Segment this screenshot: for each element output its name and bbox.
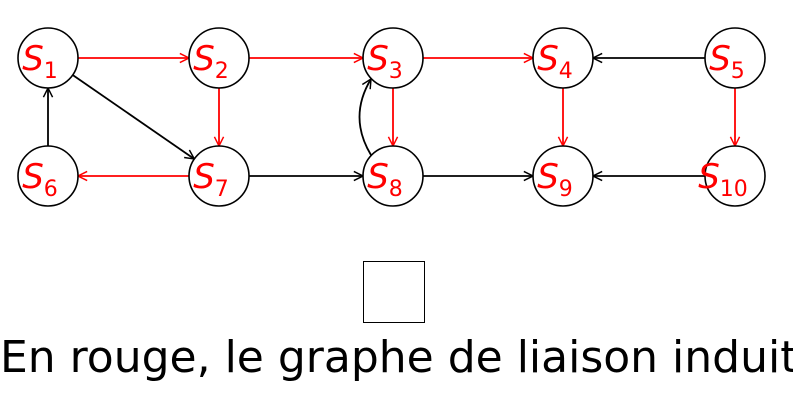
node-letter: S bbox=[22, 157, 44, 197]
node-s5: S5 bbox=[704, 27, 766, 89]
node-circle bbox=[704, 145, 766, 207]
node-label: S3 bbox=[367, 39, 403, 84]
node-subscript: 2 bbox=[215, 59, 229, 84]
node-letter: S bbox=[193, 39, 215, 79]
node-s1: S1 bbox=[17, 27, 79, 89]
edge-s1-s7 bbox=[72, 74, 195, 159]
node-label: S7 bbox=[193, 157, 229, 202]
node-circle bbox=[17, 27, 79, 89]
node-s7: S7 bbox=[188, 145, 250, 207]
node-subscript: 1 bbox=[44, 59, 58, 84]
node-circle bbox=[17, 145, 79, 207]
empty-square-symbol bbox=[363, 261, 425, 323]
node-s10: S10 bbox=[698, 145, 766, 207]
node-letter: S bbox=[537, 39, 559, 79]
node-s9: S9 bbox=[532, 145, 594, 207]
node-subscript: 7 bbox=[215, 177, 229, 202]
node-letter: S bbox=[698, 157, 720, 197]
node-circle bbox=[532, 27, 594, 89]
edge-s8-s3 bbox=[358, 79, 372, 156]
node-s2: S2 bbox=[188, 27, 250, 89]
node-label: S8 bbox=[367, 157, 403, 202]
node-label: S10 bbox=[698, 157, 748, 202]
node-subscript: 10 bbox=[720, 177, 748, 202]
node-subscript: 6 bbox=[44, 177, 58, 202]
node-letter: S bbox=[709, 39, 731, 79]
node-subscript: 3 bbox=[389, 59, 403, 84]
node-circle bbox=[362, 27, 424, 89]
node-label: S5 bbox=[709, 39, 745, 84]
node-circle bbox=[704, 27, 766, 89]
node-label: S6 bbox=[22, 157, 58, 202]
caption: En rouge, le graphe de liaison induit. bbox=[0, 332, 793, 383]
node-circle bbox=[188, 145, 250, 207]
node-subscript: 4 bbox=[559, 59, 573, 84]
node-letter: S bbox=[367, 39, 389, 79]
node-letter: S bbox=[537, 157, 559, 197]
node-s3: S3 bbox=[362, 27, 424, 89]
node-circle bbox=[188, 27, 250, 89]
node-circle bbox=[362, 145, 424, 207]
node-label: S4 bbox=[537, 39, 573, 84]
node-circle bbox=[532, 145, 594, 207]
edges-layer bbox=[48, 58, 735, 176]
node-s8: S8 bbox=[362, 145, 424, 207]
node-subscript: 8 bbox=[389, 177, 403, 202]
node-subscript: 5 bbox=[731, 59, 745, 84]
node-subscript: 9 bbox=[559, 177, 573, 202]
node-label: S9 bbox=[537, 157, 573, 202]
node-s4: S4 bbox=[532, 27, 594, 89]
node-label: S1 bbox=[22, 39, 58, 84]
node-letter: S bbox=[22, 39, 44, 79]
node-s6: S6 bbox=[17, 145, 79, 207]
node-letter: S bbox=[367, 157, 389, 197]
node-label: S2 bbox=[193, 39, 229, 84]
node-letter: S bbox=[193, 157, 215, 197]
